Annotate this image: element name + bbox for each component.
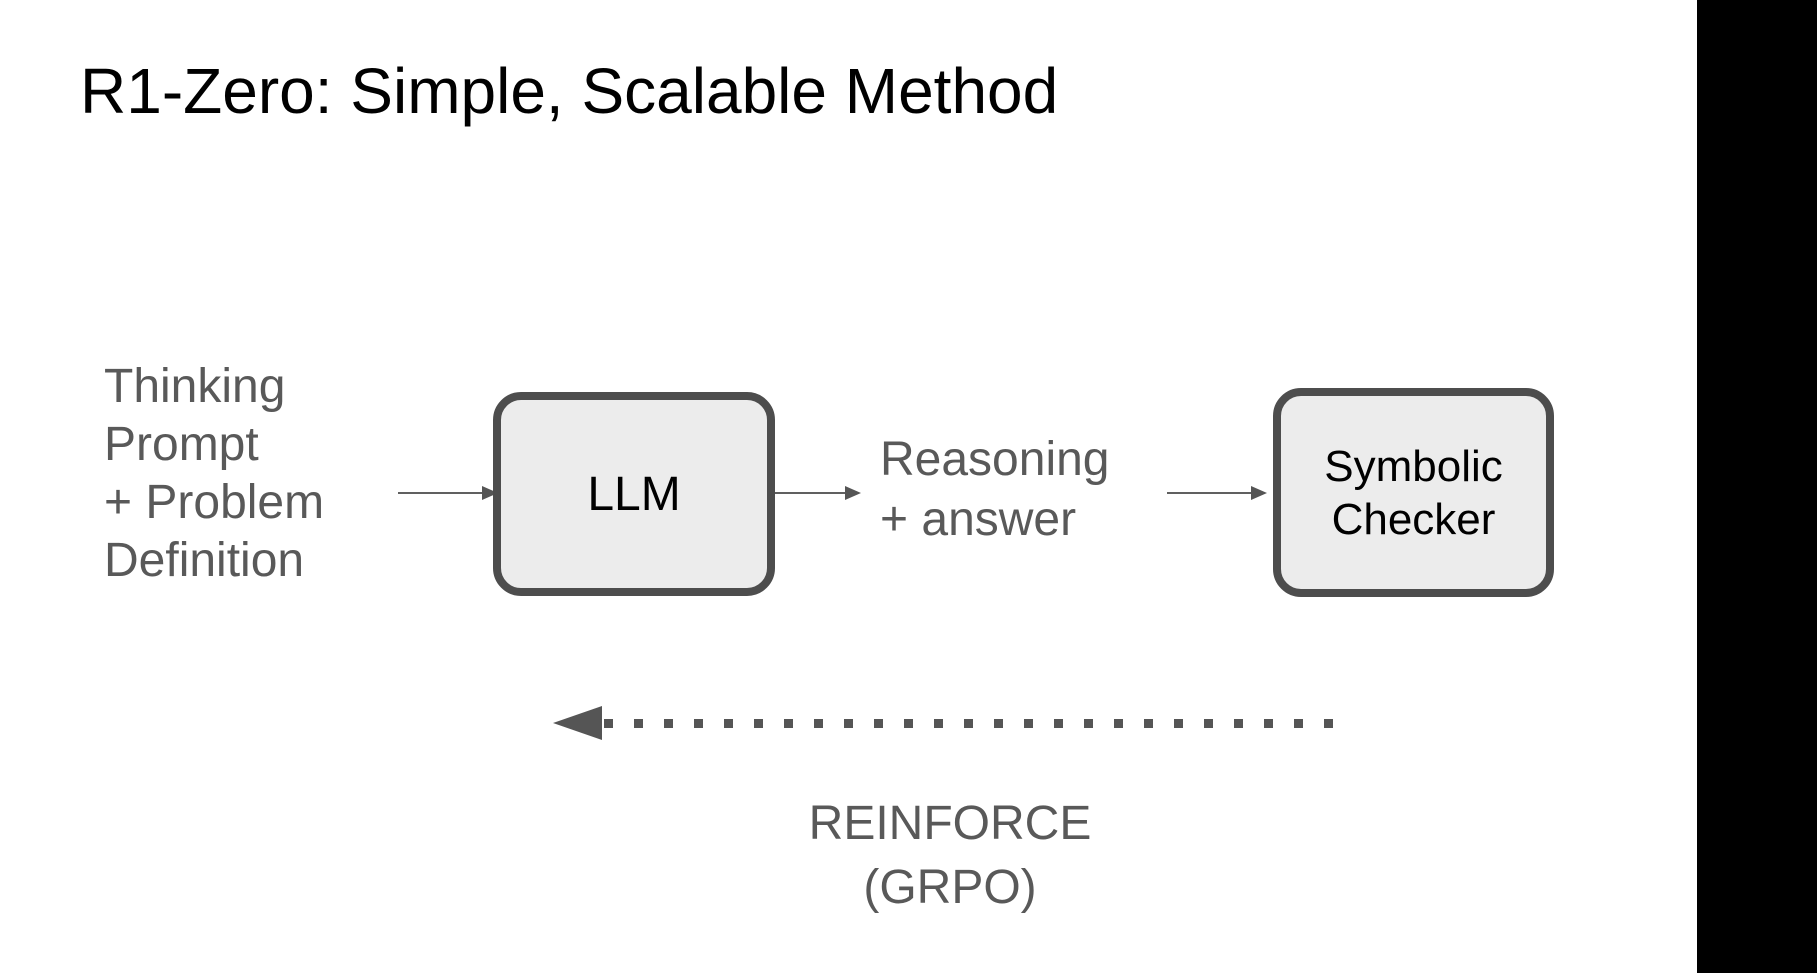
output-label: Reasoning + answer [880,433,1110,546]
feedback-arrow-head-icon [553,706,602,740]
feedback-label: REINFORCE (GRPO) [808,797,1092,914]
input-label: Thinking Prompt + Problem Definition [104,360,325,587]
arrow-output-to-checker-shaft [1167,492,1253,494]
llm-node-label: LLM [587,467,681,521]
arrow-output-to-checker-head-icon [1251,486,1267,500]
arrow-llm-to-output-head-icon [845,486,861,500]
slide-title: R1-Zero: Simple, Scalable Method [80,55,1059,127]
llm-node: LLM [493,392,775,596]
symbolic-checker-node: Symbolic Checker [1273,388,1554,597]
symbolic-checker-node-label: Symbolic Checker [1324,441,1503,544]
arrow-llm-to-output-shaft [775,492,847,494]
arrow-input-to-llm-shaft [398,492,484,494]
right-black-bar [1697,0,1817,973]
feedback-dotted-line [604,719,1340,728]
